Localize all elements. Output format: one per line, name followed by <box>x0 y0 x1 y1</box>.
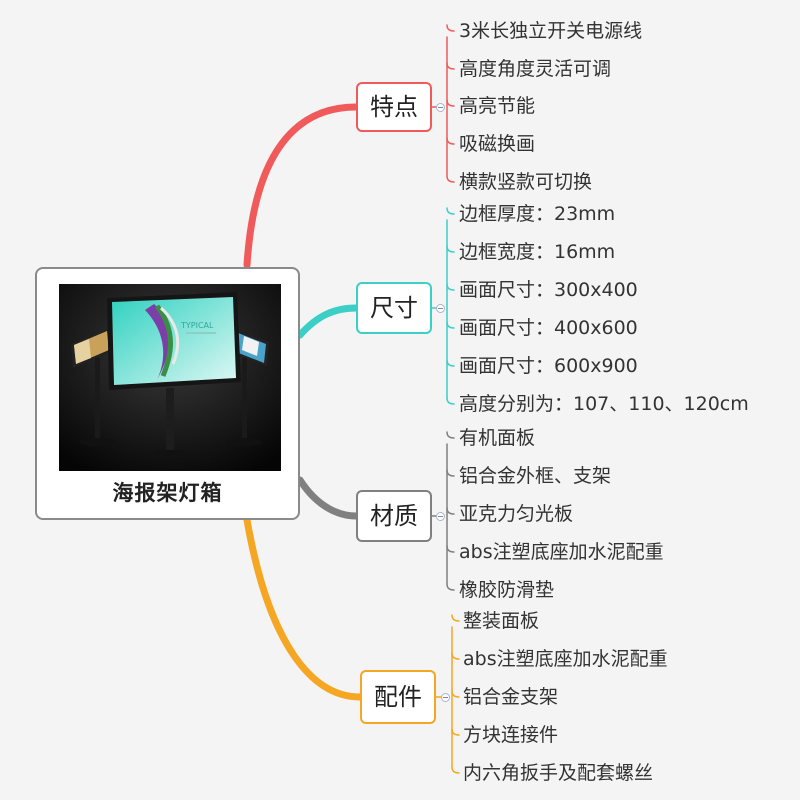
branch-node[interactable]: 配件 <box>360 670 436 724</box>
leaf-connector <box>451 728 460 736</box>
leaf-connector <box>446 431 455 439</box>
collapse-toggle-icon[interactable] <box>436 103 445 112</box>
collapse-toggle-icon[interactable] <box>436 304 445 313</box>
leaf-item[interactable]: 画面尺寸：300x400 <box>459 279 638 301</box>
leaf-item[interactable]: 吸磁换画 <box>459 133 536 155</box>
root-title: 海报架灯箱 <box>112 481 223 505</box>
root-node[interactable]: TYPICAL 海报架灯箱 <box>35 267 300 520</box>
branch-node[interactable]: 特点 <box>356 82 432 132</box>
collapse-toggle-icon[interactable] <box>436 512 445 521</box>
leaf-connector <box>446 507 455 515</box>
leaf-item[interactable]: 画面尺寸：600x900 <box>459 355 638 377</box>
leaf-connector <box>446 137 455 145</box>
leaf-connector <box>446 62 455 70</box>
leaf-item[interactable]: 高度角度灵活可调 <box>459 58 612 80</box>
leaf-item[interactable]: 有机面板 <box>459 427 536 449</box>
leaf-connector <box>446 321 455 329</box>
branch-connector <box>243 103 360 269</box>
leaf-connector <box>446 283 455 291</box>
leaf-connector <box>446 99 455 107</box>
leaf-item[interactable]: 3米长独立开关电源线 <box>459 20 643 42</box>
poster-stand-photo: TYPICAL <box>59 284 281 471</box>
leaf-connector <box>446 583 455 591</box>
screen-brand-text: TYPICAL <box>180 321 214 330</box>
collapse-toggle-icon[interactable] <box>441 693 450 702</box>
leaf-connector <box>446 24 455 32</box>
leaf-connector <box>451 690 460 698</box>
leaf-connector <box>446 175 455 183</box>
leaf-connector <box>446 207 455 215</box>
leaf-item[interactable]: abs注塑底座加水泥配重 <box>459 541 664 563</box>
leaf-connector <box>446 469 455 477</box>
leaf-connector <box>446 359 455 367</box>
leaf-item[interactable]: 高度分别为：107、110、120cm <box>459 393 749 415</box>
leaf-item[interactable]: 边框宽度：16mm <box>459 241 616 263</box>
leaf-connector <box>446 397 455 405</box>
branch-connector <box>296 476 360 520</box>
leaf-connector <box>446 245 455 253</box>
leaf-item[interactable]: 橡胶防滑垫 <box>459 579 555 601</box>
leaf-item[interactable]: 高亮节能 <box>459 95 536 117</box>
branch-connector <box>243 516 364 701</box>
leaf-connector <box>446 545 455 553</box>
leaf-item[interactable]: 画面尺寸：400x600 <box>459 317 638 339</box>
leaf-item[interactable]: abs注塑底座加水泥配重 <box>463 648 668 670</box>
leaf-connector <box>451 766 460 774</box>
leaf-item[interactable]: 方块连接件 <box>463 724 559 746</box>
branch-node[interactable]: 尺寸 <box>356 282 432 334</box>
leaf-item[interactable]: 内六角扳手及配套螺丝 <box>463 762 654 784</box>
leaf-connector <box>451 652 460 660</box>
leaf-item[interactable]: 边框厚度：23mm <box>459 203 616 225</box>
branch-node[interactable]: 材质 <box>356 490 432 542</box>
leaf-item[interactable]: 整装面板 <box>463 610 540 632</box>
leaf-item[interactable]: 亚克力匀光板 <box>459 503 574 525</box>
leaf-connector <box>451 614 460 622</box>
leaf-item[interactable]: 铝合金支架 <box>463 686 559 708</box>
leaf-item[interactable]: 横款竖款可切换 <box>459 171 593 193</box>
leaf-item[interactable]: 铝合金外框、支架 <box>459 465 612 487</box>
branch-connector <box>296 304 360 339</box>
